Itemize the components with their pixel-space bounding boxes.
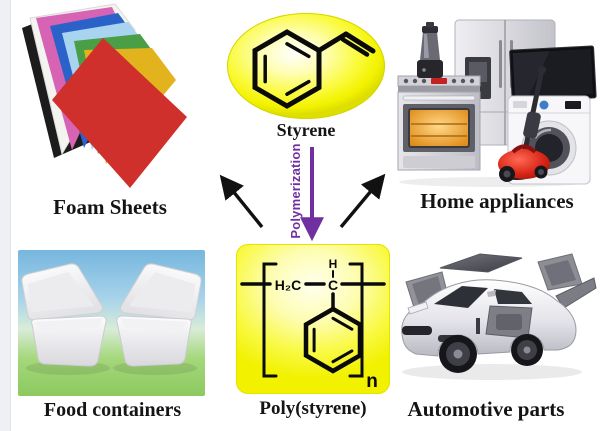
formula-subscript-n: n [366,371,378,392]
styrene-molecule [252,29,376,109]
car-shadow [402,364,582,380]
polystyrene-structure: H₂C H C n [240,257,386,392]
formula-c: C [328,277,338,293]
arrow-to-foam-sheets [219,174,264,229]
automotive-parts-label: Automotive parts [407,397,565,421]
foam-sheet-red [52,38,187,188]
foam-sheets-illustration [22,3,187,188]
polymerization-label: Polymerization [288,143,303,239]
formula-h: H [329,257,338,271]
car-side-vent [476,318,480,334]
car-front-wheel [439,335,477,373]
food-containers-label: Food containers [43,399,182,421]
food-container-right [112,263,202,376]
polystyrene-highlight-box: H₂C H C n [236,244,390,394]
car-grille [402,326,432,335]
formula-h2c: H₂C [275,277,301,293]
vinyl-group [316,31,376,57]
left-margin-strip [0,0,11,431]
foam-sheets-label: Foam Sheets [53,195,167,219]
food-containers-illustration [21,263,202,376]
car-side-window [494,289,532,304]
arrow-to-home-appliances [339,173,386,229]
right-bracket [348,262,364,378]
car-rear-wheel [511,334,543,366]
car-windshield [434,286,488,308]
benzene-ring [303,306,363,374]
food-container-left [21,263,111,376]
blender-icon [417,22,443,78]
vacuum-cleaner-icon [498,144,550,182]
styrene-highlight-oval [227,13,385,119]
stove-icon [397,75,481,171]
car-illustration [401,253,597,380]
styrene-label: Styrene [276,120,336,140]
food-containers-photo [18,250,205,396]
polystyrene-label: Poly(styrene) [259,398,367,419]
left-bracket [262,262,278,378]
car-mirror [487,290,496,297]
tv-icon [509,45,597,116]
car-roof-panel [439,253,523,273]
car-headlight [407,301,429,315]
home-appliances-label: Home appliances [420,189,574,213]
home-appliances-illustration [397,19,597,187]
